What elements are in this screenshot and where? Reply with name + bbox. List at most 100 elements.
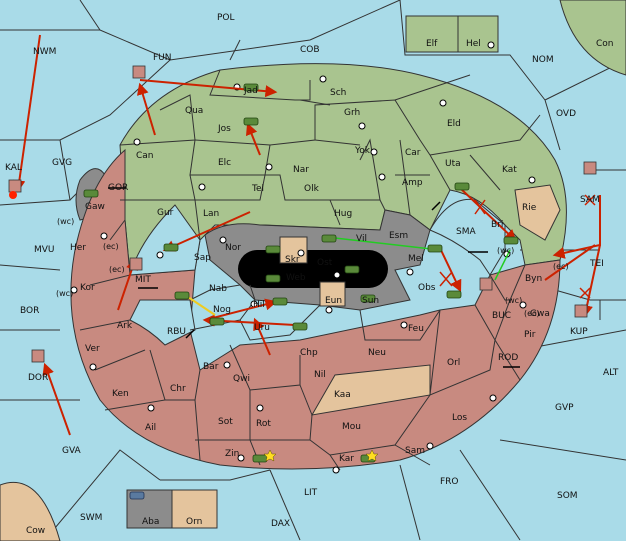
- svg-text:Obs: Obs: [418, 283, 436, 293]
- svg-text:TEI: TEI: [589, 259, 604, 269]
- svg-text:BOR: BOR: [20, 306, 39, 316]
- svg-text:Sot: Sot: [218, 417, 233, 427]
- unit-sap[interactable]: [163, 243, 179, 252]
- svg-text:Skr: Skr: [285, 255, 300, 265]
- svg-text:Gaw: Gaw: [85, 202, 105, 212]
- unit-uta[interactable]: [454, 182, 470, 191]
- land-labels: Jad Sch Qua Jos Grh Can Eld Yok Car Uta …: [70, 86, 550, 464]
- svg-text:POL: POL: [217, 13, 235, 23]
- svg-text:Kat: Kat: [502, 165, 517, 175]
- unit-vil[interactable]: [321, 234, 337, 243]
- svg-text:Hil: Hil: [253, 300, 265, 310]
- svg-text:Gur: Gur: [157, 208, 174, 218]
- svg-text:Kaa: Kaa: [334, 390, 351, 400]
- unit-gaw[interactable]: [83, 189, 99, 198]
- svg-text:Orl: Orl: [447, 358, 460, 368]
- svg-text:(wc): (wc): [505, 296, 522, 305]
- territory-kaa[interactable]: [311, 364, 431, 416]
- svg-text:Ark: Ark: [117, 321, 133, 331]
- passage-arrows: [108, 187, 520, 368]
- svg-text:Neu: Neu: [368, 348, 386, 358]
- svg-text:Qua: Qua: [185, 106, 203, 116]
- unit-hil[interactable]: [272, 297, 288, 306]
- svg-text:Eld: Eld: [447, 119, 461, 129]
- svg-text:Car: Car: [405, 148, 421, 158]
- svg-text:Ail: Ail: [145, 423, 156, 433]
- unit-web[interactable]: [265, 274, 281, 283]
- supply-centers: [70, 75, 536, 474]
- svg-text:Gwa: Gwa: [530, 309, 550, 319]
- svg-text:(ec): (ec): [553, 262, 569, 271]
- svg-text:Ver: Ver: [85, 344, 100, 354]
- unit-obs[interactable]: [446, 290, 462, 299]
- svg-text:BUC: BUC: [492, 311, 511, 321]
- svg-text:Sun: Sun: [362, 296, 379, 306]
- unit-jad[interactable]: [243, 83, 259, 92]
- unit-bri[interactable]: [503, 236, 519, 245]
- svg-text:Mel: Mel: [408, 254, 424, 264]
- svg-text:SOM: SOM: [557, 491, 578, 501]
- svg-text:Con: Con: [596, 39, 614, 49]
- unit-nog[interactable]: [209, 317, 225, 326]
- svg-text:Esm: Esm: [389, 231, 408, 241]
- svg-text:Nil: Nil: [314, 370, 326, 380]
- unit-jos[interactable]: [243, 117, 259, 126]
- svg-text:Sch: Sch: [330, 88, 346, 98]
- black-lake: [238, 250, 388, 288]
- svg-text:KAL: KAL: [5, 163, 22, 173]
- svg-text:DOR: DOR: [28, 373, 48, 383]
- label-orn: Orn: [186, 517, 202, 527]
- svg-text:Ken: Ken: [112, 389, 129, 399]
- svg-text:FRO: FRO: [440, 477, 459, 487]
- svg-text:Hug: Hug: [334, 209, 352, 219]
- svg-text:Lan: Lan: [203, 209, 219, 219]
- svg-text:Nor: Nor: [225, 243, 241, 253]
- unit-zin[interactable]: [252, 454, 268, 463]
- svg-text:SAM: SAM: [580, 195, 600, 205]
- unit-nab[interactable]: [174, 291, 190, 300]
- inner-lake: [129, 204, 201, 346]
- territory-rie[interactable]: [514, 184, 561, 241]
- svg-text:GOR: GOR: [108, 183, 128, 193]
- svg-text:SMA: SMA: [456, 227, 476, 237]
- svg-text:Grh: Grh: [344, 108, 360, 118]
- territory-eun[interactable]: [319, 281, 346, 307]
- svg-text:Nab: Nab: [209, 284, 227, 294]
- svg-text:Kor: Kor: [80, 283, 95, 293]
- failed-marks: [439, 194, 596, 299]
- unit-sun[interactable]: [360, 294, 376, 303]
- island-elf-hel: Elf Hel: [405, 15, 499, 53]
- units: [8, 65, 597, 500]
- svg-text:(ec): (ec): [524, 309, 540, 318]
- unit-nor[interactable]: [265, 245, 281, 254]
- svg-text:KUP: KUP: [570, 327, 588, 337]
- sma-channel: [429, 198, 506, 276]
- svg-text:Byn: Byn: [525, 274, 542, 284]
- svg-text:Nog: Nog: [213, 305, 231, 315]
- unit-mel[interactable]: [427, 244, 443, 253]
- svg-text:Can: Can: [136, 151, 154, 161]
- svg-text:Pir: Pir: [524, 330, 536, 340]
- svg-text:MIT: MIT: [135, 275, 151, 285]
- svg-text:Zin: Zin: [225, 449, 239, 459]
- region-red-south: [70, 148, 561, 470]
- svg-text:Elc: Elc: [218, 158, 231, 168]
- svg-text:GVA: GVA: [62, 446, 82, 456]
- label-aba: Aba: [142, 517, 159, 527]
- svg-text:Vil: Vil: [356, 234, 367, 244]
- svg-text:Web: Web: [286, 273, 306, 283]
- unit-ost[interactable]: [344, 265, 360, 274]
- svg-text:Uru: Uru: [254, 323, 270, 333]
- svg-text:Amp: Amp: [402, 178, 423, 188]
- svg-text:Sam: Sam: [405, 446, 425, 456]
- svg-text:ALT: ALT: [603, 368, 619, 378]
- svg-text:Ost: Ost: [317, 258, 333, 268]
- svg-text:(wc): (wc): [56, 289, 73, 298]
- svg-text:Cow: Cow: [26, 526, 45, 536]
- svg-text:Bar: Bar: [203, 362, 219, 372]
- territory-borders: [79, 69, 541, 471]
- svg-text:Chp: Chp: [300, 348, 318, 358]
- unit-chp[interactable]: [292, 322, 308, 331]
- svg-text:Rie: Rie: [522, 203, 537, 213]
